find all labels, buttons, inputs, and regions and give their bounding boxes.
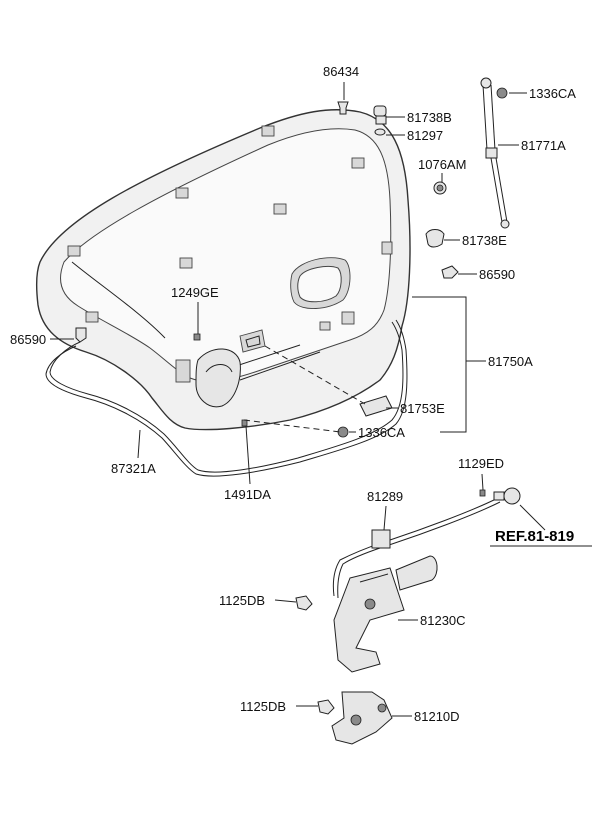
weatherstrip-87321A <box>45 319 408 477</box>
label-81738B: 81738B <box>407 110 452 125</box>
label-81230C: 81230C <box>420 613 466 628</box>
label-81738E: 81738E <box>462 233 507 248</box>
label-81297: 81297 <box>407 128 443 143</box>
fasteners <box>75 87 508 497</box>
label-1491DA: 1491DA <box>224 487 271 502</box>
label-86590-right: 86590 <box>479 267 515 282</box>
part-labels: 86434 81738B 81297 1336CA 81771A 1076AM … <box>10 64 576 724</box>
label-1249GE: 1249GE <box>171 285 219 300</box>
latch-assembly <box>295 487 521 745</box>
label-81771A: 81771A <box>521 138 566 153</box>
label-86434: 86434 <box>323 64 359 79</box>
leader-lines <box>50 82 592 717</box>
label-1129ED: 1129ED <box>458 456 504 471</box>
label-81750A: 81750A <box>488 354 533 369</box>
label-81289: 81289 <box>367 489 403 504</box>
gas-strut-81771A <box>480 77 510 229</box>
label-1336CA-top: 1336CA <box>529 86 576 101</box>
label-1125DB-upper: 1125DB <box>219 593 265 608</box>
trunk-lid-panel <box>35 109 411 431</box>
label-1076AM: 1076AM <box>418 157 466 172</box>
label-87321A: 87321A <box>111 461 156 476</box>
label-ref-81-819: REF.81-819 <box>495 528 574 545</box>
label-1125DB-lower: 1125DB <box>240 699 286 714</box>
label-86590-left: 86590 <box>10 332 46 347</box>
label-1336CA-bottom: 1336CA <box>358 425 405 440</box>
label-81753E: 81753E <box>400 401 445 416</box>
label-81210D: 81210D <box>414 709 460 724</box>
